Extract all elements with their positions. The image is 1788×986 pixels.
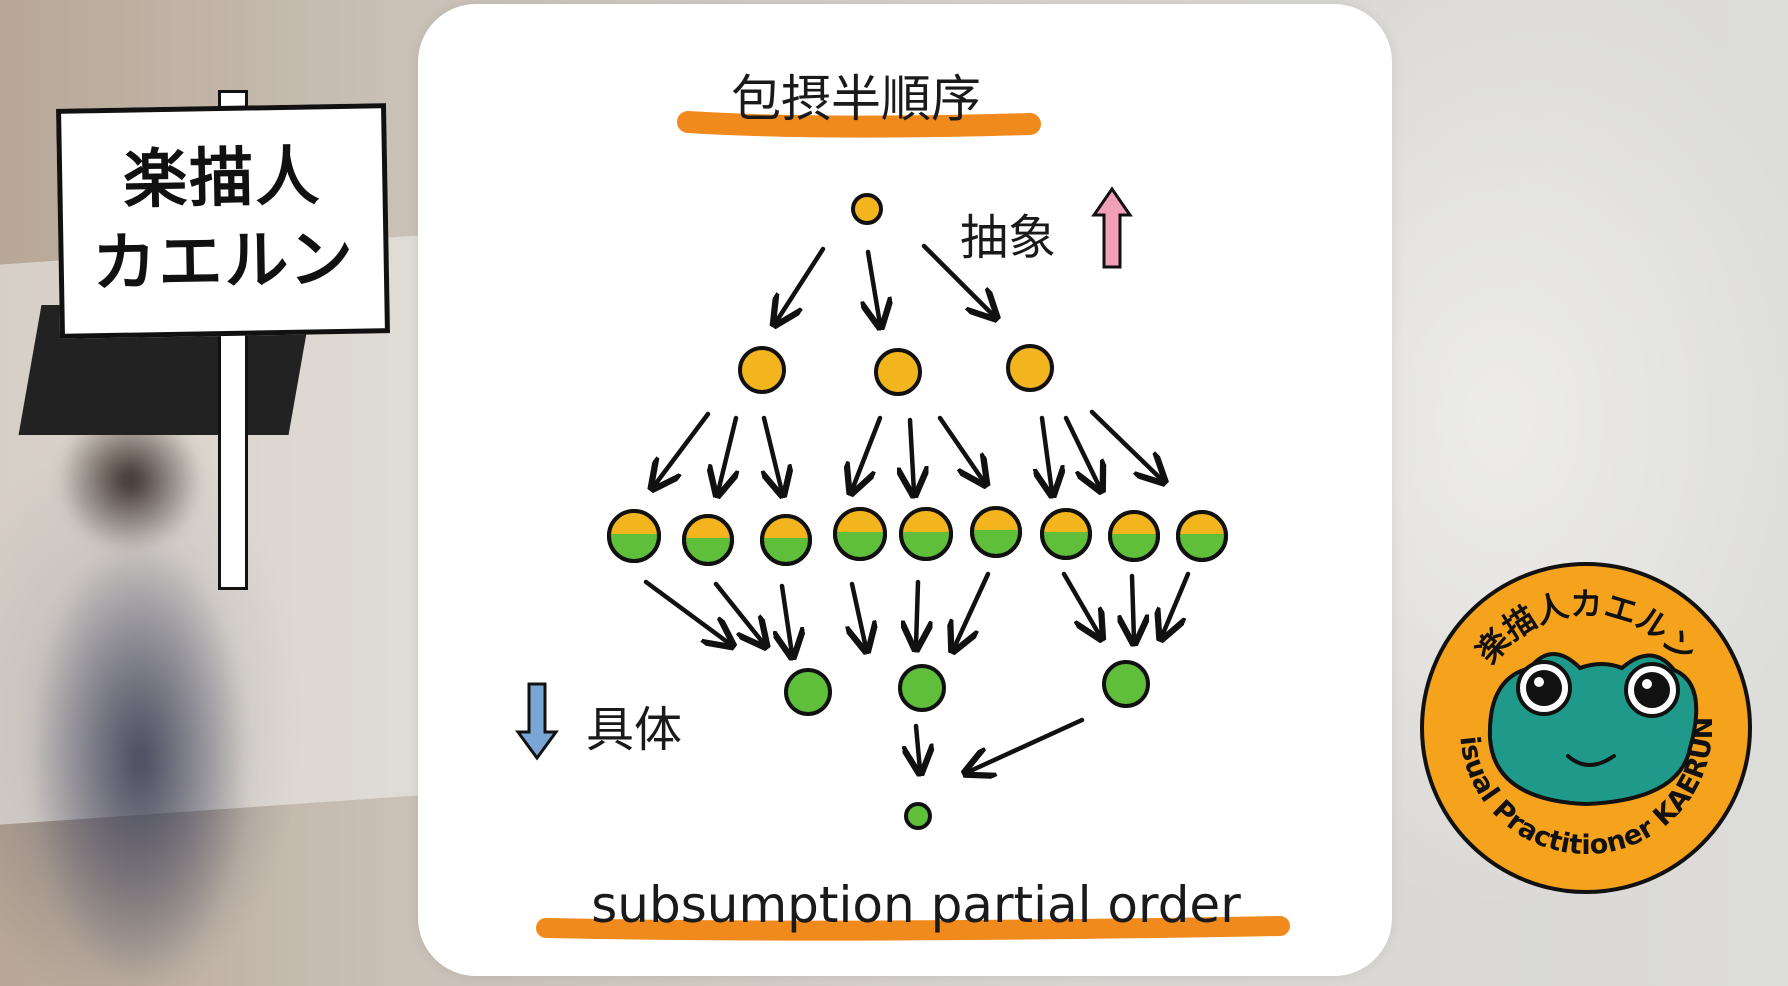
- edge: [916, 579, 918, 646]
- node-concrete: [898, 664, 946, 712]
- diagram-card: 包摂半順序 抽象 具体: [418, 4, 1392, 976]
- sign-line-1: 楽描人: [122, 140, 322, 218]
- arrow-down-icon: [515, 682, 559, 761]
- edge: [852, 581, 866, 648]
- edge: [1089, 409, 1162, 480]
- edge: [954, 571, 991, 648]
- title-highlight: [677, 111, 1041, 138]
- edge: [713, 581, 764, 644]
- subtitle-highlight: [536, 916, 1290, 941]
- sign-board: 楽描人 カエルン: [56, 103, 390, 339]
- edge: [718, 415, 736, 492]
- node-bottom: [904, 802, 932, 830]
- edge: [1042, 415, 1052, 492]
- node-abstract: [1006, 344, 1054, 392]
- edge: [1061, 571, 1100, 636]
- edge: [868, 249, 880, 324]
- node-concrete: [784, 668, 832, 716]
- label-abstract: 抽象: [960, 210, 1056, 266]
- title-en: subsumption partial order: [591, 876, 1241, 934]
- nodes: [607, 193, 1228, 830]
- node-abstract: [874, 348, 922, 396]
- diagram-svg: 包摂半順序 抽象 具体: [515, 70, 1290, 941]
- edge: [852, 415, 883, 490]
- sign-line-2: カエルン: [91, 222, 356, 302]
- arrows: [643, 243, 1191, 772]
- edge: [910, 417, 914, 492]
- edge: [937, 415, 984, 482]
- edge: [968, 717, 1085, 772]
- title-jp: 包摂半順序: [731, 70, 981, 128]
- node-abstract: [738, 346, 786, 394]
- node-concrete: [1102, 660, 1150, 708]
- node-top: [851, 193, 883, 225]
- node-mid-row: [607, 506, 1228, 566]
- edge: [1162, 571, 1191, 636]
- edge: [643, 579, 730, 644]
- kaerun-badge: 楽描人カエルン Visual Practitioner KAERUN: [1418, 560, 1752, 894]
- label-concrete: 具体: [586, 702, 682, 758]
- edge: [764, 415, 782, 492]
- arrow-up-icon: [1091, 186, 1133, 269]
- edge: [776, 246, 826, 322]
- edge: [1132, 573, 1134, 640]
- edge: [782, 583, 792, 654]
- edge: [921, 243, 994, 316]
- edge: [654, 411, 711, 486]
- edge: [916, 723, 920, 770]
- edge: [1063, 415, 1100, 488]
- frog-icon: [1487, 652, 1699, 807]
